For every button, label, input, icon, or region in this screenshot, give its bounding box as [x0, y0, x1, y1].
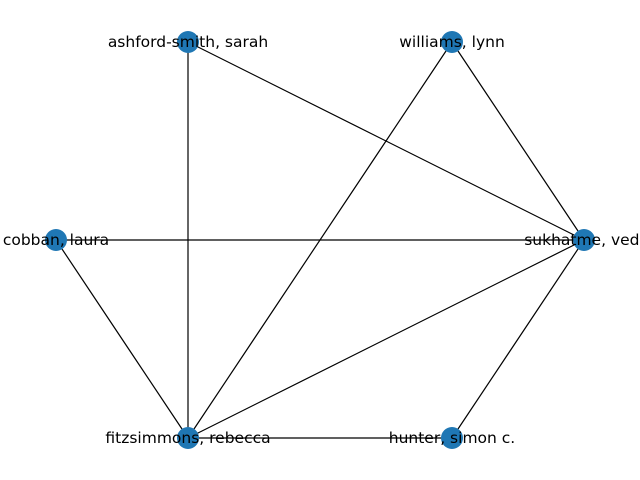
edge-fitzsimmons-sukhatme	[187, 239, 585, 439]
node-ashford[interactable]	[177, 31, 199, 53]
edge-cobban-fitzsimmons	[55, 239, 189, 439]
node-label-williams: williams, lynn	[399, 33, 505, 51]
nodes-layer	[45, 31, 595, 449]
node-label-hunter: hunter, simon c.	[389, 429, 515, 447]
edge-williams-sukhatme	[451, 41, 585, 241]
node-williams[interactable]	[441, 31, 463, 53]
node-cobban[interactable]	[45, 229, 67, 251]
node-fitzsimmons[interactable]	[177, 427, 199, 449]
node-label-sukhatme: sukhatme, vedi	[524, 231, 640, 249]
edge-hunter-sukhatme	[451, 239, 585, 439]
edges-layer	[55, 41, 585, 439]
node-label-ashford: ashford-smith, sarah	[108, 33, 268, 51]
node-label-cobban: cobban, laura	[3, 231, 109, 249]
labels-layer: ashford-smith, sarah williams, lynn cobban…	[3, 33, 640, 447]
node-hunter[interactable]	[441, 427, 463, 449]
node-sukhatme[interactable]	[573, 229, 595, 251]
node-label-fitzsimmons: fitzsimmons, rebecca	[105, 429, 270, 447]
